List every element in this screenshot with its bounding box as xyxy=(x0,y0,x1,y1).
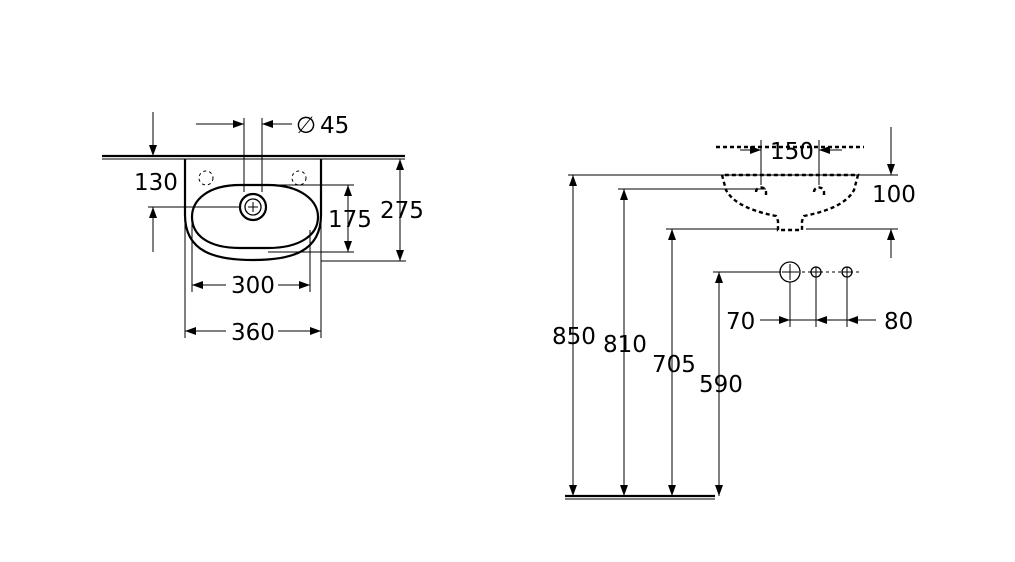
cold-supply-icon xyxy=(810,266,822,278)
bowl-width-label: 300 xyxy=(231,273,275,299)
outlet-height-label: 705 xyxy=(652,352,696,378)
bowl-outline xyxy=(190,183,320,250)
dim-wall-to-tap-hole: 130 xyxy=(134,112,240,252)
dim-rim-height: 850 xyxy=(552,175,596,496)
left-spacing-label: 70 xyxy=(726,309,755,335)
fixing-hole-right xyxy=(291,170,307,186)
dim-tap-hole-diameter: ∅ 45 xyxy=(196,113,349,192)
dim-basin-height: 100 xyxy=(568,127,916,258)
tap-hole-spacing-label: 150 xyxy=(770,139,814,165)
basin-height-label: 100 xyxy=(872,182,916,208)
tap-hole-diameter-symbol: ∅ xyxy=(296,113,316,139)
tap-hole-icon xyxy=(238,192,268,222)
basin-outline xyxy=(183,159,323,262)
dim-overall-depth: 275 xyxy=(321,159,424,262)
dim-waste-height: 590 xyxy=(699,271,778,496)
right-spacing-label: 80 xyxy=(884,309,913,335)
basin-profile xyxy=(716,145,864,232)
floor-line xyxy=(565,494,715,500)
side-view: 150 100 850 8 xyxy=(552,127,916,500)
hot-supply-icon xyxy=(841,266,853,278)
dim-overall-width: 360 xyxy=(184,215,322,346)
rim-height-label: 850 xyxy=(552,324,596,350)
dim-bowl-bottom-height: 810 xyxy=(603,188,766,496)
dim-supply-spacing: 70 80 xyxy=(726,277,913,335)
waste-height-label: 590 xyxy=(699,372,743,398)
bowl-bottom-height-label: 810 xyxy=(603,332,647,358)
wall-line xyxy=(102,154,405,160)
wall-to-tap-hole-label: 130 xyxy=(134,170,178,196)
front-view: ∅ 45 130 175 275 xyxy=(102,112,424,346)
dim-bowl-depth: 175 xyxy=(268,184,372,253)
fixing-hole-left xyxy=(198,170,214,186)
overall-width-label: 360 xyxy=(231,320,275,346)
tap-hole-diameter-label: 45 xyxy=(320,113,349,139)
dim-outlet-height: 705 xyxy=(652,228,778,496)
bowl-depth-label: 175 xyxy=(328,207,372,233)
dim-tap-hole-spacing: 150 xyxy=(740,139,842,185)
overall-depth-label: 275 xyxy=(380,198,424,224)
dim-bowl-width: 300 xyxy=(191,217,311,299)
